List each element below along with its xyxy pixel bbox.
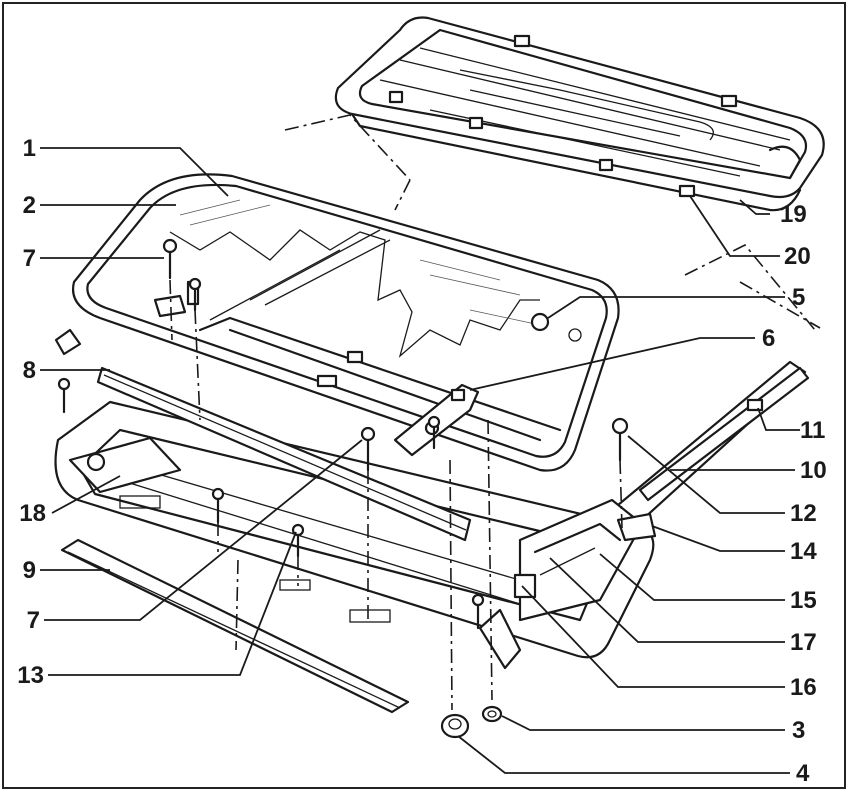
nut-part-4 bbox=[440, 713, 470, 739]
alignment-line bbox=[739, 281, 821, 329]
callouts: 1 2 7 8 18 9 7 13 19 20 5 6 11 10 12 14 … bbox=[17, 135, 826, 787]
callout-5: 5 bbox=[792, 284, 805, 311]
callout-9: 9 bbox=[23, 557, 36, 584]
alignment-line bbox=[684, 243, 816, 331]
callout-12: 12 bbox=[790, 500, 817, 527]
alignment-line bbox=[619, 459, 623, 529]
callout-13: 13 bbox=[17, 662, 44, 689]
callout-8: 8 bbox=[23, 357, 36, 384]
washer-part-3 bbox=[481, 705, 503, 723]
callout-10: 10 bbox=[800, 457, 827, 484]
callout-17: 17 bbox=[790, 629, 817, 656]
screw bbox=[471, 593, 485, 630]
callout-16: 16 bbox=[790, 674, 817, 701]
callout-20: 20 bbox=[784, 243, 811, 270]
headliner-panel bbox=[334, 16, 825, 212]
screw bbox=[188, 277, 202, 312]
seal-strip bbox=[60, 538, 410, 714]
callout-4: 4 bbox=[796, 760, 810, 787]
screw bbox=[211, 487, 225, 524]
screw bbox=[611, 417, 629, 462]
callout-7: 7 bbox=[23, 245, 36, 272]
callout-19: 19 bbox=[780, 201, 807, 228]
alignment-line bbox=[194, 309, 201, 421]
screws bbox=[57, 238, 629, 630]
callout-11: 11 bbox=[800, 417, 825, 444]
alignment-line bbox=[449, 459, 453, 711]
alignment-line bbox=[235, 559, 239, 651]
sunroof-glass-panel bbox=[71, 173, 620, 472]
leader-lines bbox=[40, 147, 800, 774]
callout-14: 14 bbox=[790, 538, 817, 565]
alignment-line bbox=[284, 114, 411, 181]
screw bbox=[162, 238, 178, 280]
sunroof-frame bbox=[54, 328, 810, 670]
screw bbox=[57, 377, 71, 414]
callout-15: 15 bbox=[790, 587, 817, 614]
alignment-line bbox=[169, 279, 173, 341]
alignment-line bbox=[487, 419, 493, 701]
callout-3: 3 bbox=[792, 717, 805, 744]
callout-6: 6 bbox=[762, 325, 775, 352]
callout-2: 2 bbox=[23, 192, 36, 219]
callout-1: 1 bbox=[23, 135, 36, 162]
screw bbox=[427, 415, 441, 450]
screw bbox=[360, 426, 376, 472]
alignment-line bbox=[394, 179, 411, 211]
callout-7: 7 bbox=[27, 607, 40, 634]
callout-18: 18 bbox=[19, 500, 46, 527]
